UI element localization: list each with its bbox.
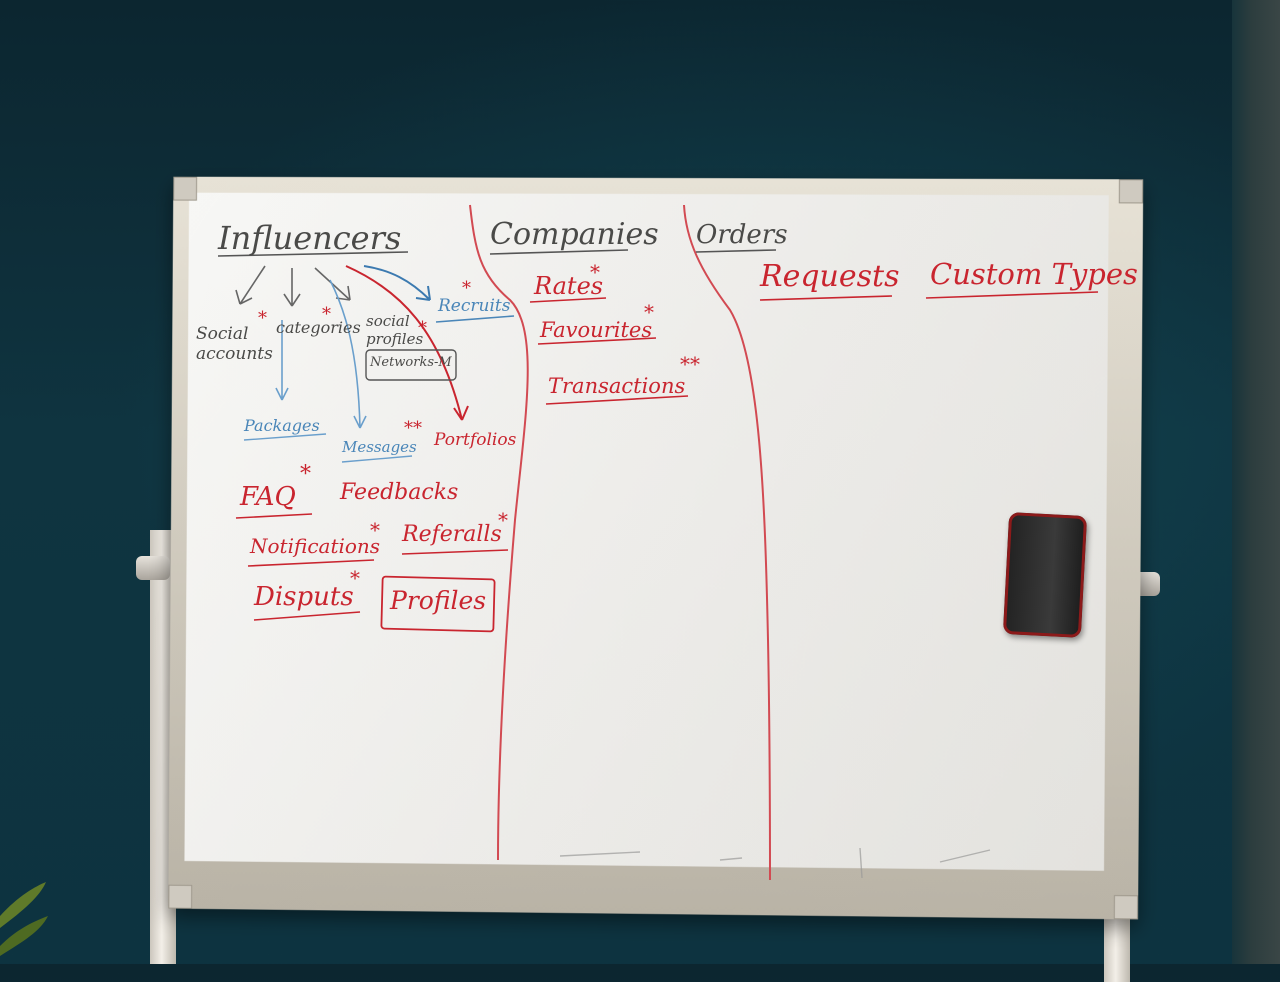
star-social-profiles: * [418,318,427,339]
favourites-underline [537,337,657,345]
star-categories: * [322,304,331,325]
arrow-to-categories [283,268,301,307]
item-referrals: Referalls [402,522,502,547]
profiles-box [380,575,496,633]
item-portfolios: Portfolios [434,430,517,450]
star-disputes: * [350,566,360,590]
door-frame [1232,0,1280,964]
heading-orders: Orders [696,220,788,250]
item-custom-types: Custom Types [930,257,1138,291]
item-disputes: Disputs [254,582,354,612]
rates-underline [529,297,607,303]
column-divider-2 [683,204,771,881]
item-recruits: Recruits [438,296,511,316]
item-categories: categories [276,318,361,337]
star-referrals: * [498,508,508,532]
networks-box [365,349,457,381]
faq-underline [235,513,313,519]
arrow-to-portfolios [345,265,469,421]
item-favourites: Favourites [540,318,653,342]
arrow-to-messages [329,279,367,429]
item-transactions: Transactions [548,374,686,398]
heading-influencers: Influencers [218,219,402,257]
heading-companies: Companies [490,217,659,252]
item-profiles: Profiles [390,586,487,615]
messages-underline [341,455,413,463]
companies-underline [489,249,629,255]
column-divider-1 [469,204,529,861]
notifications-underline [247,559,375,567]
item-networks: Networks-M [370,355,452,370]
recruits-underline [435,315,515,323]
star-favourites: * [644,300,654,324]
item-faq: FAQ [240,482,296,512]
custom-types-underline [925,291,1099,299]
referrals-underline [401,549,509,555]
item-social-profiles: social profiles [366,312,424,348]
star-recruits: * [462,278,471,299]
plant-leaves [0,882,48,956]
arrow-to-packages [275,320,289,401]
star-social-accounts: * [258,308,267,329]
item-messages: Messages [342,438,417,456]
requests-underline [759,295,893,301]
item-rates: Rates [534,272,604,300]
item-notifications: Notifications [250,534,381,558]
star-faq: * [300,462,311,487]
transactions-underline [545,395,689,405]
arrow-to-recruits [363,265,431,301]
item-requests: Requests [760,259,900,294]
arrow-to-social-accounts [235,265,266,305]
item-feedbacks: Feedbacks [340,480,459,505]
disputes-underline [253,611,361,621]
item-social-accounts: Social accounts [196,324,273,364]
star-notifications: * [370,518,380,542]
orders-underline [695,249,777,253]
stand-knob-left [136,556,170,580]
item-packages: Packages [244,416,320,435]
packages-underline [243,433,327,441]
influencers-underline [217,251,409,257]
star-rates: * [590,260,600,284]
faint-eraser-marks [559,847,991,879]
whiteboard-eraser [1002,512,1088,638]
star-messages: ** [404,418,422,439]
star-transactions: ** [680,352,700,376]
